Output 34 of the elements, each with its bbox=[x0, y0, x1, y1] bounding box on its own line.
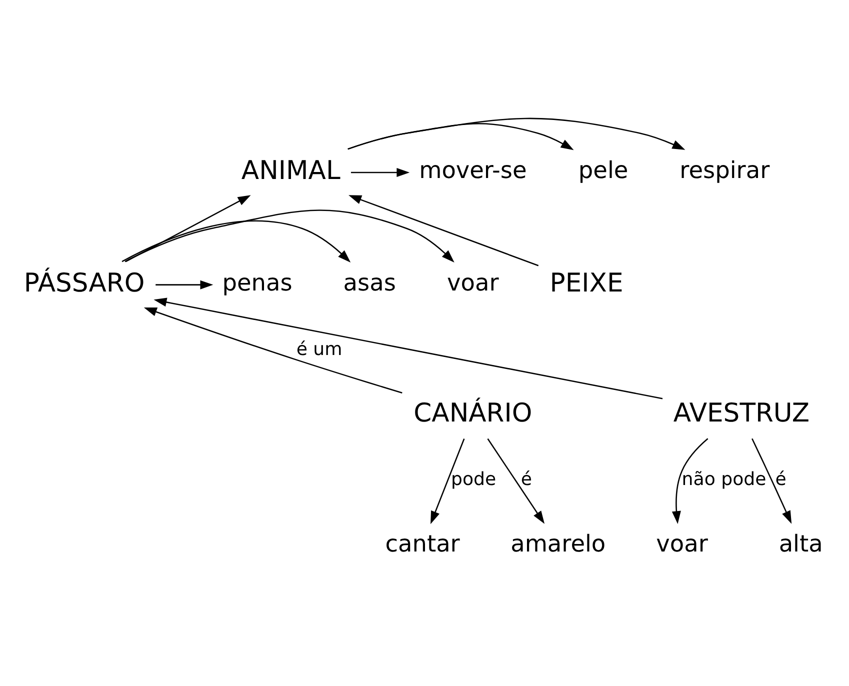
arrow bbox=[487, 438, 545, 524]
arrow bbox=[430, 438, 465, 524]
node-text: ANIMAL bbox=[241, 155, 340, 186]
node-text: PEIXE bbox=[550, 268, 624, 298]
edge-label: pode bbox=[451, 468, 496, 490]
edge-label: é bbox=[520, 468, 532, 490]
node-text: amarelo bbox=[510, 530, 606, 557]
node-text: penas bbox=[222, 268, 292, 296]
arrow bbox=[144, 306, 402, 393]
node-text: mover-se bbox=[419, 156, 527, 184]
arrow bbox=[348, 122, 574, 150]
arrow bbox=[350, 167, 410, 177]
node-text: AVESTRUZ bbox=[673, 398, 810, 428]
edge-label: é um bbox=[296, 338, 342, 360]
node-text: PÁSSARO bbox=[24, 268, 145, 298]
arrow bbox=[348, 194, 539, 266]
node-text: voar bbox=[447, 268, 499, 296]
arrow bbox=[752, 438, 792, 524]
node-text: respirar bbox=[680, 156, 770, 184]
arrow bbox=[154, 297, 663, 399]
node-text: voar bbox=[656, 530, 708, 557]
arrow bbox=[125, 194, 251, 262]
arrow bbox=[124, 209, 454, 262]
node-text: cantar bbox=[385, 530, 460, 557]
arrow bbox=[672, 438, 708, 524]
arrow bbox=[122, 220, 351, 262]
node-text: alta bbox=[778, 530, 823, 557]
edge-label: é bbox=[775, 468, 786, 490]
node-text: pele bbox=[578, 156, 628, 184]
edge-label: não pode bbox=[682, 468, 766, 490]
arrow bbox=[156, 280, 214, 289]
node-text: CANÁRIO bbox=[414, 398, 532, 428]
node-text: asas bbox=[343, 268, 396, 296]
arrow bbox=[348, 117, 686, 150]
